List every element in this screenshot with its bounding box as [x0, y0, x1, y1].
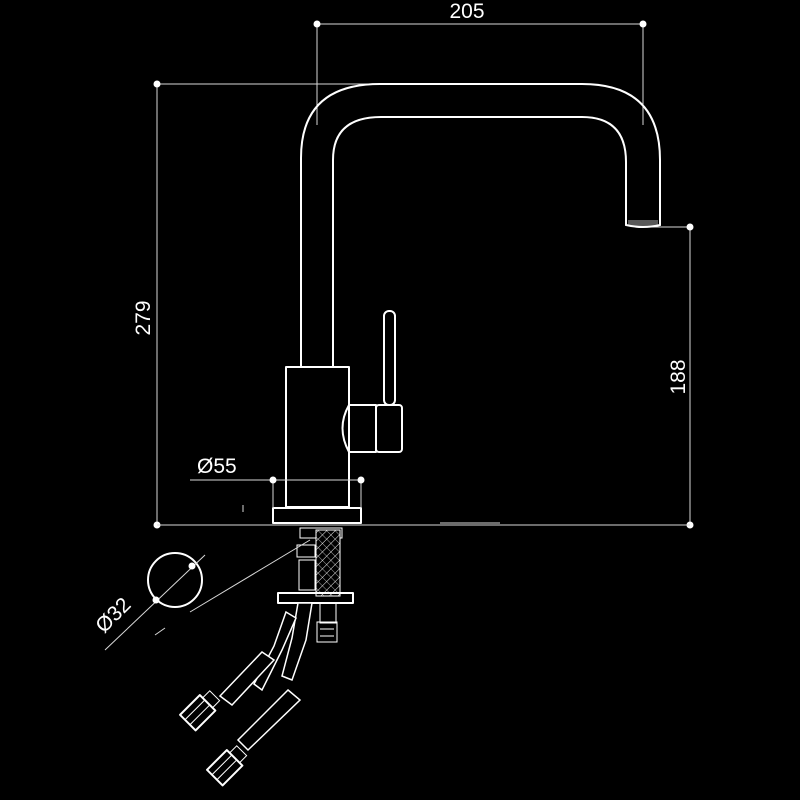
supply-hoses — [218, 602, 313, 752]
mounting-shank — [277, 527, 354, 643]
faucet-base: Ø55 — [190, 455, 365, 524]
dimension-spout-reach: 205 — [313, 0, 647, 125]
label-spout-reach: 205 — [449, 0, 484, 23]
aerator — [628, 220, 658, 226]
label-overall-height: 279 — [132, 300, 155, 335]
label-outlet-height: 188 — [667, 359, 690, 394]
faucet-spout — [300, 83, 661, 368]
faucet-body — [285, 366, 350, 508]
label-base-diameter: Ø55 — [197, 455, 237, 478]
hose-fitting-upper — [179, 690, 221, 732]
dimension-outlet-height: 188 — [640, 223, 694, 529]
label-mounting-hole-diameter: Ø32 — [91, 593, 135, 637]
lever-handle — [348, 310, 403, 453]
hose-fitting-lower — [206, 745, 248, 787]
dimension-overall-height: 279 — [132, 80, 380, 529]
